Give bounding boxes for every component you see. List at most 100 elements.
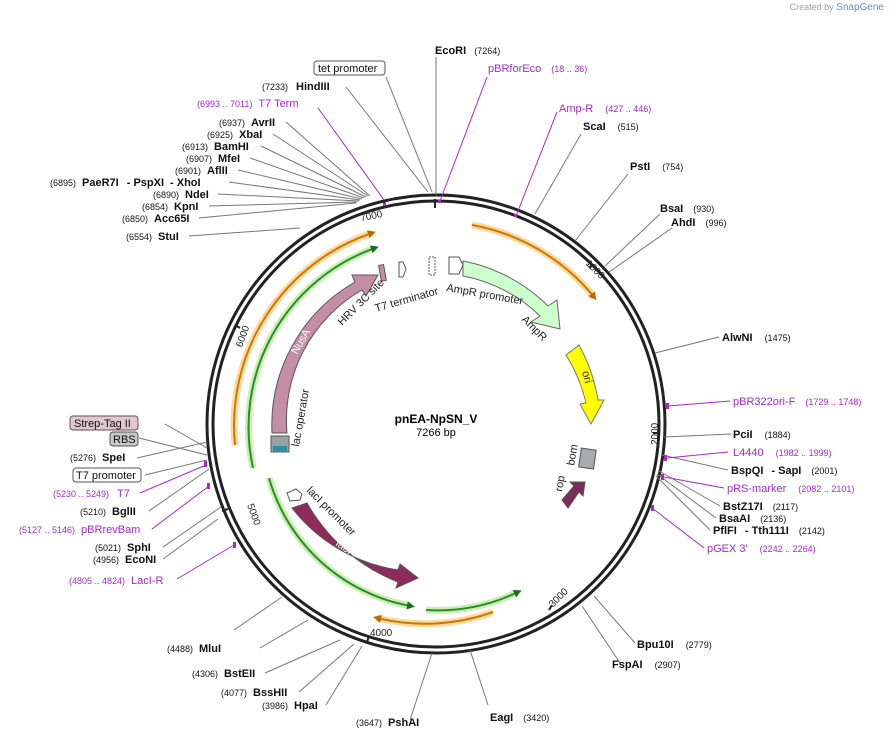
site-pos: (6937) (219, 118, 245, 128)
site-ahdi[interactable]: AhdI(996) (671, 217, 726, 229)
site-bpu10i[interactable]: Bpu10I (2779) (637, 639, 712, 651)
feature-ori[interactable] (565, 344, 605, 426)
site-pos: (1475) (765, 333, 791, 343)
snapgene-brand: SnapGene (836, 2, 884, 13)
site-bamhi[interactable]: (6913)BamHI (182, 141, 249, 153)
primer-name: L4440 (733, 447, 764, 459)
site-name: ScaI (583, 121, 606, 133)
site-pos: (4077) (221, 688, 247, 698)
primer-pbrrevbam[interactable]: (5127 .. 5146)pBRrevBam (19, 524, 140, 536)
primer-range: (2082 .. 2101) (798, 484, 854, 494)
site-name: PaeR7I (82, 177, 119, 189)
label-rop: rop (553, 475, 568, 493)
site-pos: (6907) (186, 154, 212, 164)
site-name: EagI (490, 712, 513, 724)
site-stui[interactable]: (6554)StuI (126, 231, 179, 243)
site-pos: (5021) (95, 543, 121, 553)
site-fspai[interactable]: FspAI(2907) (612, 659, 681, 671)
site-bsshii[interactable]: (4077)BssHII (221, 687, 287, 699)
label-strep-tag-ii[interactable]: Strep-Tag II (74, 418, 131, 430)
primer-pgex-3[interactable]: pGEX 3'(2242 .. 2264) (707, 543, 816, 555)
site-name: HindIII (296, 81, 330, 93)
site-pos: (515) (618, 122, 639, 132)
primer-prs-marker[interactable]: pRS-marker(2082 .. 2101) (727, 483, 854, 495)
site-pos: (6890) (153, 190, 179, 200)
orange-arcs (230, 221, 597, 628)
feature-rop[interactable] (561, 481, 586, 509)
site-econi[interactable]: (4956)EcoNI (93, 554, 156, 566)
label-t7-promoter[interactable]: T7 promoter (76, 470, 136, 482)
plasmid-title: pnEA-NpSN_V 7266 bp (395, 412, 478, 439)
primer-name: pBRrevBam (81, 524, 140, 536)
primer-laci-r[interactable]: (4805 .. 4824) LacI-R (69, 575, 164, 587)
site-alwni[interactable]: AlwNI(1475) (722, 332, 791, 344)
site-pcii[interactable]: PciI(1884) (733, 429, 791, 441)
site-pshai[interactable]: (3647) PshAI (356, 717, 419, 729)
features (270, 256, 605, 589)
site-aflii[interactable]: (6901)AflII (175, 165, 228, 177)
label-tet-promoter[interactable]: tet promoter (318, 63, 378, 75)
site-name: BstZ17I (723, 501, 763, 513)
site-pflfi[interactable]: PflFI- Tth111I(2142) (713, 525, 825, 537)
site-sphi[interactable]: (5021)SphI (95, 542, 151, 554)
site-name: BsaAI (719, 513, 750, 525)
site-pos: (2779) (686, 640, 712, 650)
site-psti[interactable]: PstI(754) (630, 161, 683, 173)
primer-l4440[interactable]: L4440 (1982 .. 1999) (733, 447, 832, 459)
site-pos: (3647) (356, 718, 382, 728)
site-ndei[interactable]: (6890)NdeI (153, 189, 209, 201)
label-lac-operator: lac operator (290, 388, 312, 448)
site-paer7i[interactable]: (6895)PaeR7I- PspXI- XhoI (50, 177, 201, 189)
plasmid-length: 7266 bp (416, 427, 456, 439)
feature-hrv-3c-site[interactable] (378, 264, 387, 282)
primer-range: (1982 .. 1999) (776, 448, 832, 458)
site-bglii[interactable]: (5210)BglII (80, 506, 136, 518)
feature-laci-promoter[interactable] (286, 488, 303, 502)
label-rbs[interactable]: RBS (113, 434, 136, 446)
site-pos: (4956) (93, 555, 119, 565)
site-name: Bpu10I (637, 639, 674, 651)
primer-name: T7 Term (258, 98, 298, 110)
site-acc65i[interactable]: (6850)Acc65I (122, 213, 190, 225)
site-bsteii[interactable]: (4306)BstEII (192, 668, 255, 680)
site-pos: (5276) (70, 453, 96, 463)
primer-range: (2242 .. 2264) (760, 544, 816, 554)
feature-bom[interactable] (578, 447, 597, 470)
site-xbai[interactable]: (6925)XbaI (207, 129, 262, 141)
site-pos: (6554) (126, 232, 152, 242)
site-scai[interactable]: ScaI (515) (583, 121, 639, 133)
primer-pbrforeco[interactable]: pBRforEco(18 .. 36) (488, 63, 587, 75)
site-pos: (3986) (262, 701, 288, 711)
site-pos: (2001) (811, 466, 837, 476)
feature-t7-terminator[interactable] (398, 261, 407, 278)
primer-name: LacI-R (131, 575, 163, 587)
site-hindiii[interactable]: (7233)HindIII (262, 81, 330, 93)
site-mlui[interactable]: (4488)MluI (167, 643, 221, 655)
site-kpni[interactable]: (6854)KpnI (142, 201, 198, 213)
feature-ampr[interactable] (462, 260, 561, 330)
site-extra: - XhoI (170, 177, 201, 189)
site-mfei[interactable]: (6907)MfeI (186, 153, 240, 165)
primer-amp-r[interactable]: Amp-R(427 .. 446) (559, 103, 651, 115)
feature-laci[interactable] (291, 502, 419, 589)
primer-t7[interactable]: (5230 .. 5249)T7 (53, 488, 130, 500)
site-bstz17i[interactable]: BstZ17I(2117) (723, 501, 798, 513)
primer-range: (4805 .. 4824) (69, 576, 125, 586)
site-pos: (6850) (122, 214, 148, 224)
site-name: HpaI (294, 700, 318, 712)
site-name: FspAI (612, 659, 643, 671)
site-hpai[interactable]: (3986) HpaI (262, 700, 318, 712)
site-avrii[interactable]: (6937)AvrII (219, 117, 275, 129)
site-eagi[interactable]: EagI(3420) (490, 712, 549, 724)
primer-pbr322ori-f[interactable]: pBR322ori-F(1729 .. 1748) (733, 396, 861, 408)
site-bsaai[interactable]: BsaAI(2136) (719, 513, 786, 525)
site-pos: (6901) (175, 166, 201, 176)
primer-t7-term[interactable]: (6993 .. 7011)T7 Term (197, 98, 299, 110)
feature-nusa[interactable] (271, 274, 379, 434)
site-spei[interactable]: (5276)SpeI (70, 452, 125, 464)
site-ecori[interactable]: EcoRI(7264) (435, 45, 500, 57)
site-bsai[interactable]: BsaI(930) (660, 203, 714, 215)
feature-ampr-promoter[interactable] (448, 256, 464, 275)
site-name: PshAI (388, 717, 419, 729)
site-bspqi[interactable]: BspQI- SapI(2001) (731, 465, 837, 477)
